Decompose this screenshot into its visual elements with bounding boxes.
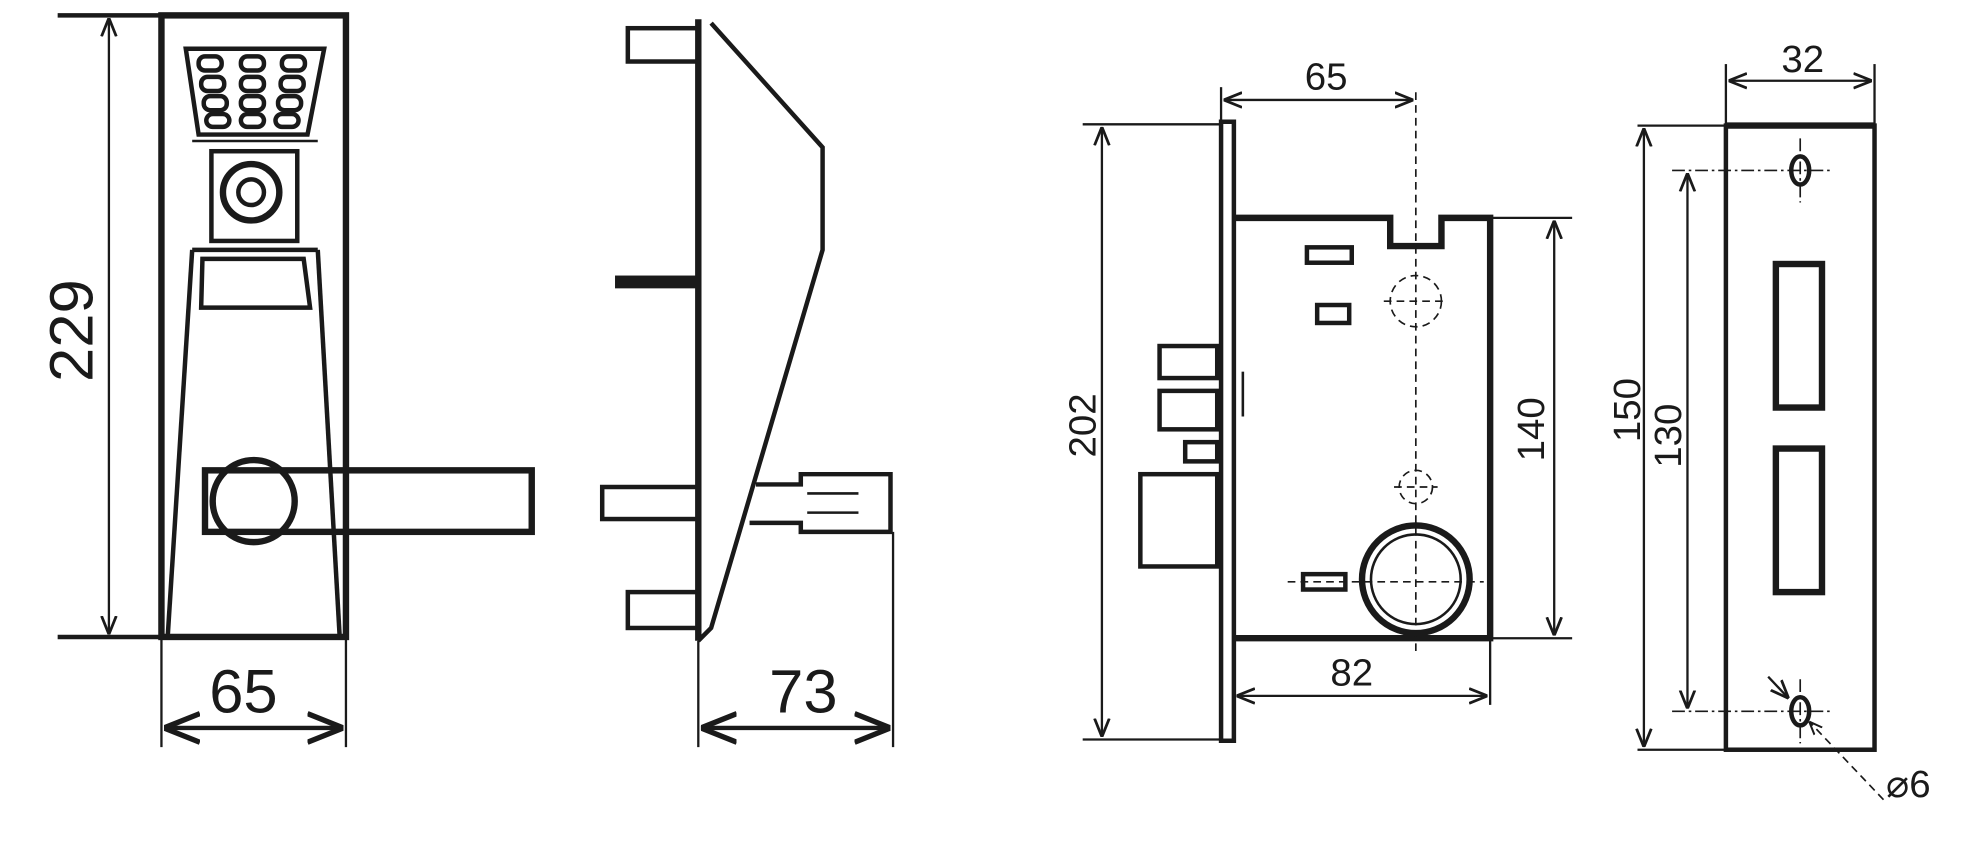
backset-65-label: 65 [1305,56,1348,99]
handle-rose [209,456,298,546]
side-handle-view: 73 [599,19,895,748]
camera-window [209,148,300,244]
keypad [196,54,308,130]
faceplate-202-label: 202 [1062,393,1105,457]
faceplate [1218,119,1237,743]
width-32-label: 32 [1781,38,1824,81]
height-229-label: 229 [37,279,106,382]
cylinder-hole [1358,522,1473,637]
height-150-label: 150 [1606,378,1649,442]
mortise-view: 65 202 140 82 [1062,56,1573,743]
depth-73-label: 73 [769,658,837,727]
body-82-label: 82 [1330,652,1373,695]
spacing-130-label: 130 [1647,404,1690,468]
hole-diameter-label: ⌀6 [1886,763,1931,806]
strike-plate-view: 32 150 130 ⌀6 [1606,38,1931,806]
lever-handle [201,467,535,536]
front-handle-view: 229 65 [37,12,535,748]
body-140-label: 140 [1510,397,1553,461]
width-65-label: 65 [209,658,277,727]
